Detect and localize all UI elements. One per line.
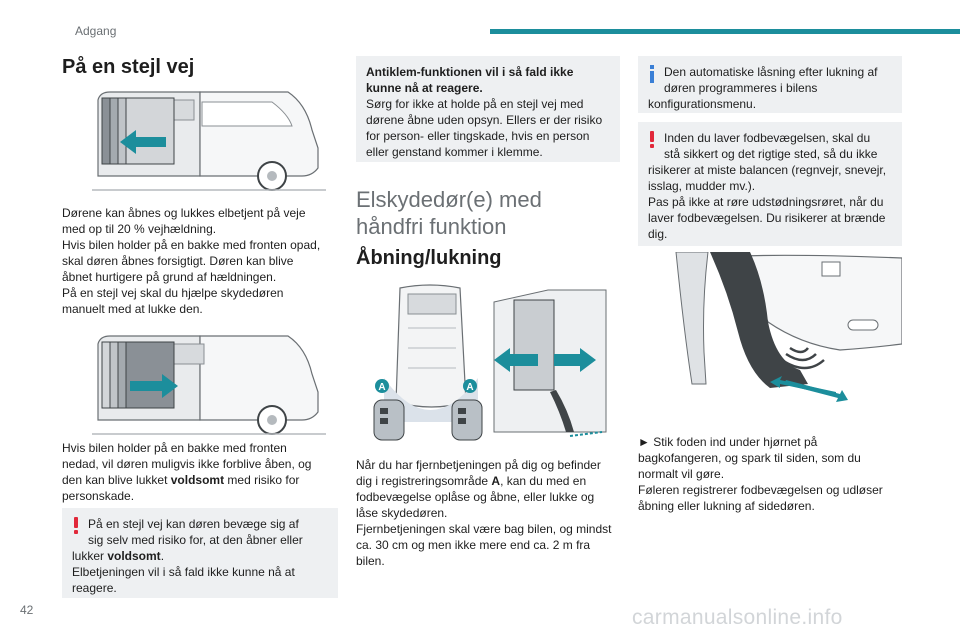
warning-icon	[74, 517, 79, 534]
paragraph-detection-zone: Når du har fjernbetjeningen på dig og be…	[356, 458, 612, 568]
zone-label-a-left: A	[378, 382, 385, 393]
heading-handsfree-sliding-door: Elskydedør(e) med håndfri funktion	[356, 187, 542, 239]
van-door-opening-illustration	[92, 91, 326, 191]
running-header: Adgang	[75, 24, 117, 38]
column-left: På en stejl vej	[62, 56, 338, 79]
heading-opening-closing: Åbning/lukning	[356, 247, 502, 269]
info-box-auto-lock: Den automatiske låsning efter lukning af…	[638, 56, 902, 113]
warning-box-foot-gesture: Inden du laver fodbevægelsen, skal du st…	[638, 122, 902, 246]
info-icon	[650, 65, 655, 83]
zone-label-a-right: A	[466, 382, 473, 393]
note-box-antipinch: Antiklem-funktionen vil i så fald ikke k…	[356, 56, 620, 162]
detection-zone-illustration: A A	[370, 282, 610, 442]
warning-box-steep-road: På en stejl vej kan døren bevæge sig af …	[62, 508, 338, 598]
foot-kick-illustration	[675, 252, 902, 402]
van-door-closing-illustration	[92, 335, 326, 435]
heading-steep-road: På en stejl vej	[62, 56, 195, 78]
paragraph-foot-gesture: ► Stik foden ind under hjørnet på bagkof…	[638, 435, 883, 513]
watermark: carmanualsonline.info	[632, 606, 843, 629]
paragraph-uphill: Dørene kan åbnes og lukkes elbetjent på …	[62, 206, 321, 316]
header-accent-bar	[490, 29, 960, 34]
warning-icon	[650, 131, 655, 148]
paragraph-downhill: Hvis bilen holder på en bakke med fronte…	[62, 441, 312, 503]
page-number: 42	[20, 603, 34, 617]
